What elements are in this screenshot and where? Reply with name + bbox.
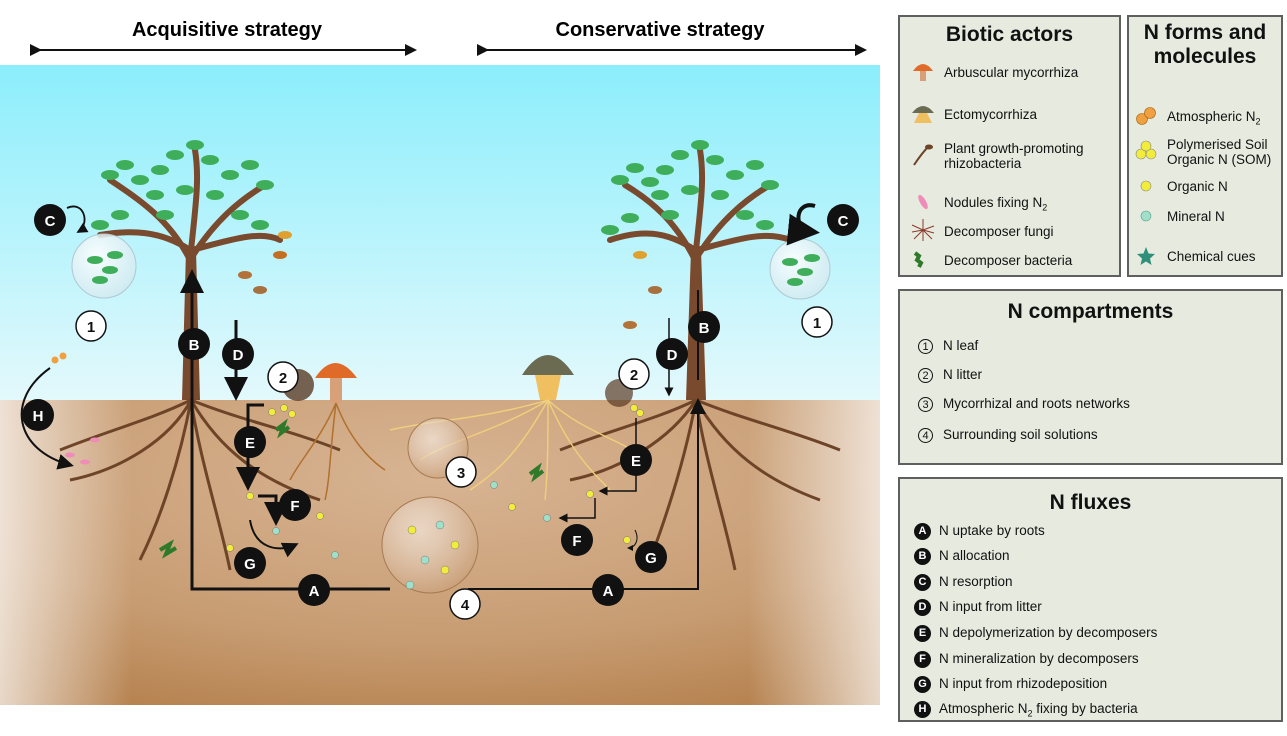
flux-badge-G-right: G xyxy=(635,541,667,573)
flux-badge-D-left: D xyxy=(222,338,254,370)
atmospheric-n2-icon xyxy=(1136,107,1156,125)
n-form-label: Polymerised Soil Organic N (SOM) xyxy=(1167,137,1272,167)
svg-text:B: B xyxy=(189,337,200,354)
biotic-item-label: Nodules fixing N2 xyxy=(944,195,1048,213)
flux-badge-F-left: F xyxy=(279,489,311,521)
svg-text:2: 2 xyxy=(279,370,287,387)
chemical-cues-icon xyxy=(1137,247,1155,265)
svg-text:C: C xyxy=(838,213,849,230)
flux-badge-A-right: A xyxy=(592,574,624,606)
biotic-item-label: Decomposer fungi xyxy=(944,224,1054,239)
svg-text:D: D xyxy=(233,347,244,364)
n-form-label: Organic N xyxy=(1167,179,1228,194)
flux-badge-E-right: E xyxy=(620,444,652,476)
flux-badge-E-left: E xyxy=(234,426,266,458)
left-arbuscular-mushroom xyxy=(289,363,386,501)
organic-n-icon xyxy=(1140,180,1152,192)
biotic-item-label: Decomposer bacteria xyxy=(944,253,1073,268)
n-form-label: Chemical cues xyxy=(1167,249,1256,264)
scene-svg: Acquisitive strategy Conservative strate… xyxy=(0,19,880,705)
compartment-1-right: 1 xyxy=(801,306,833,338)
svg-text:F: F xyxy=(572,533,581,550)
n-form-label: Mineral N xyxy=(1167,209,1225,224)
flux-badge-C-right: C xyxy=(827,204,859,236)
biotic-actors-panel: Biotic actors Arbuscular mycorrhiza Ecto… xyxy=(898,15,1121,277)
flux-badge-C-left: C xyxy=(34,204,66,236)
ectomycorrhiza-mushroom xyxy=(389,355,651,501)
compartment-number: 3 xyxy=(918,396,933,412)
svg-text:3: 3 xyxy=(457,465,465,482)
conservative-header: Conservative strategy xyxy=(556,19,766,41)
biotic-item-label: Plant growth-promoting rhizobacteria xyxy=(944,141,1084,171)
flux-badge-A-left: A xyxy=(298,574,330,606)
right-tree xyxy=(559,140,841,571)
flux-badge-D-right: D xyxy=(656,338,688,370)
svg-text:E: E xyxy=(245,435,255,452)
biotic-actors-title: Biotic actors xyxy=(945,23,1074,46)
n-forms-panel: N forms and molecules Atmospheric N2 Pol… xyxy=(1127,15,1283,277)
svg-text:C: C xyxy=(45,213,56,230)
svg-text:D: D xyxy=(667,347,678,364)
rhizobacteria-icon xyxy=(913,144,933,166)
flux-badge-B-left: B xyxy=(178,328,210,360)
svg-text:G: G xyxy=(244,556,256,573)
diagram-scene: Acquisitive strategy Conservative strate… xyxy=(0,19,880,705)
n-form-label: Atmospheric N2 xyxy=(1167,109,1261,127)
decomposer-fungi-icon xyxy=(911,219,935,241)
svg-text:H: H xyxy=(33,408,44,425)
biotic-item-label: Arbuscular mycorrhiza xyxy=(944,65,1079,80)
svg-text:G: G xyxy=(645,550,657,567)
arbuscular-mycorrhiza-icon xyxy=(913,64,933,81)
svg-text:1: 1 xyxy=(87,319,95,336)
n-fluxes-title: N fluxes xyxy=(1049,491,1132,514)
mineral-n-icon xyxy=(1140,210,1152,222)
polymerised-son-icon xyxy=(1135,140,1157,160)
compartment-2-left: 2 xyxy=(267,361,299,393)
flux-badge-G-left: G xyxy=(234,547,266,579)
decomposer-bacteria-icon xyxy=(913,251,924,268)
svg-text:2: 2 xyxy=(630,367,638,384)
compartment-4-bubble xyxy=(381,496,479,594)
n-forms-title: N forms and molecules xyxy=(1143,21,1267,68)
acquisitive-header: Acquisitive strategy xyxy=(132,19,323,41)
compartment-3: 3 xyxy=(445,456,477,488)
compartment-number: 2 xyxy=(918,367,933,383)
compartment-1-left: 1 xyxy=(75,310,107,342)
svg-text:4: 4 xyxy=(461,597,470,614)
biotic-item-label: Ectomycorrhiza xyxy=(944,107,1038,122)
nodules-icon xyxy=(918,194,928,210)
svg-text:B: B xyxy=(699,320,710,337)
svg-text:1: 1 xyxy=(813,315,821,332)
svg-text:A: A xyxy=(309,583,320,600)
compartment-2-right: 2 xyxy=(618,358,650,390)
svg-text:F: F xyxy=(290,498,299,515)
flux-badge-H-left: H xyxy=(22,399,54,431)
svg-text:E: E xyxy=(631,453,641,470)
n-compartments-title: N compartments xyxy=(1007,300,1174,323)
flux-badge-F-right: F xyxy=(561,524,593,556)
ectomycorrhiza-icon xyxy=(912,106,934,123)
compartment-4: 4 xyxy=(449,588,481,620)
svg-text:A: A xyxy=(603,583,614,600)
compartment-number: 4 xyxy=(918,427,933,443)
compartment-number: 1 xyxy=(918,338,933,354)
flux-badge-B-right: B xyxy=(688,311,720,343)
